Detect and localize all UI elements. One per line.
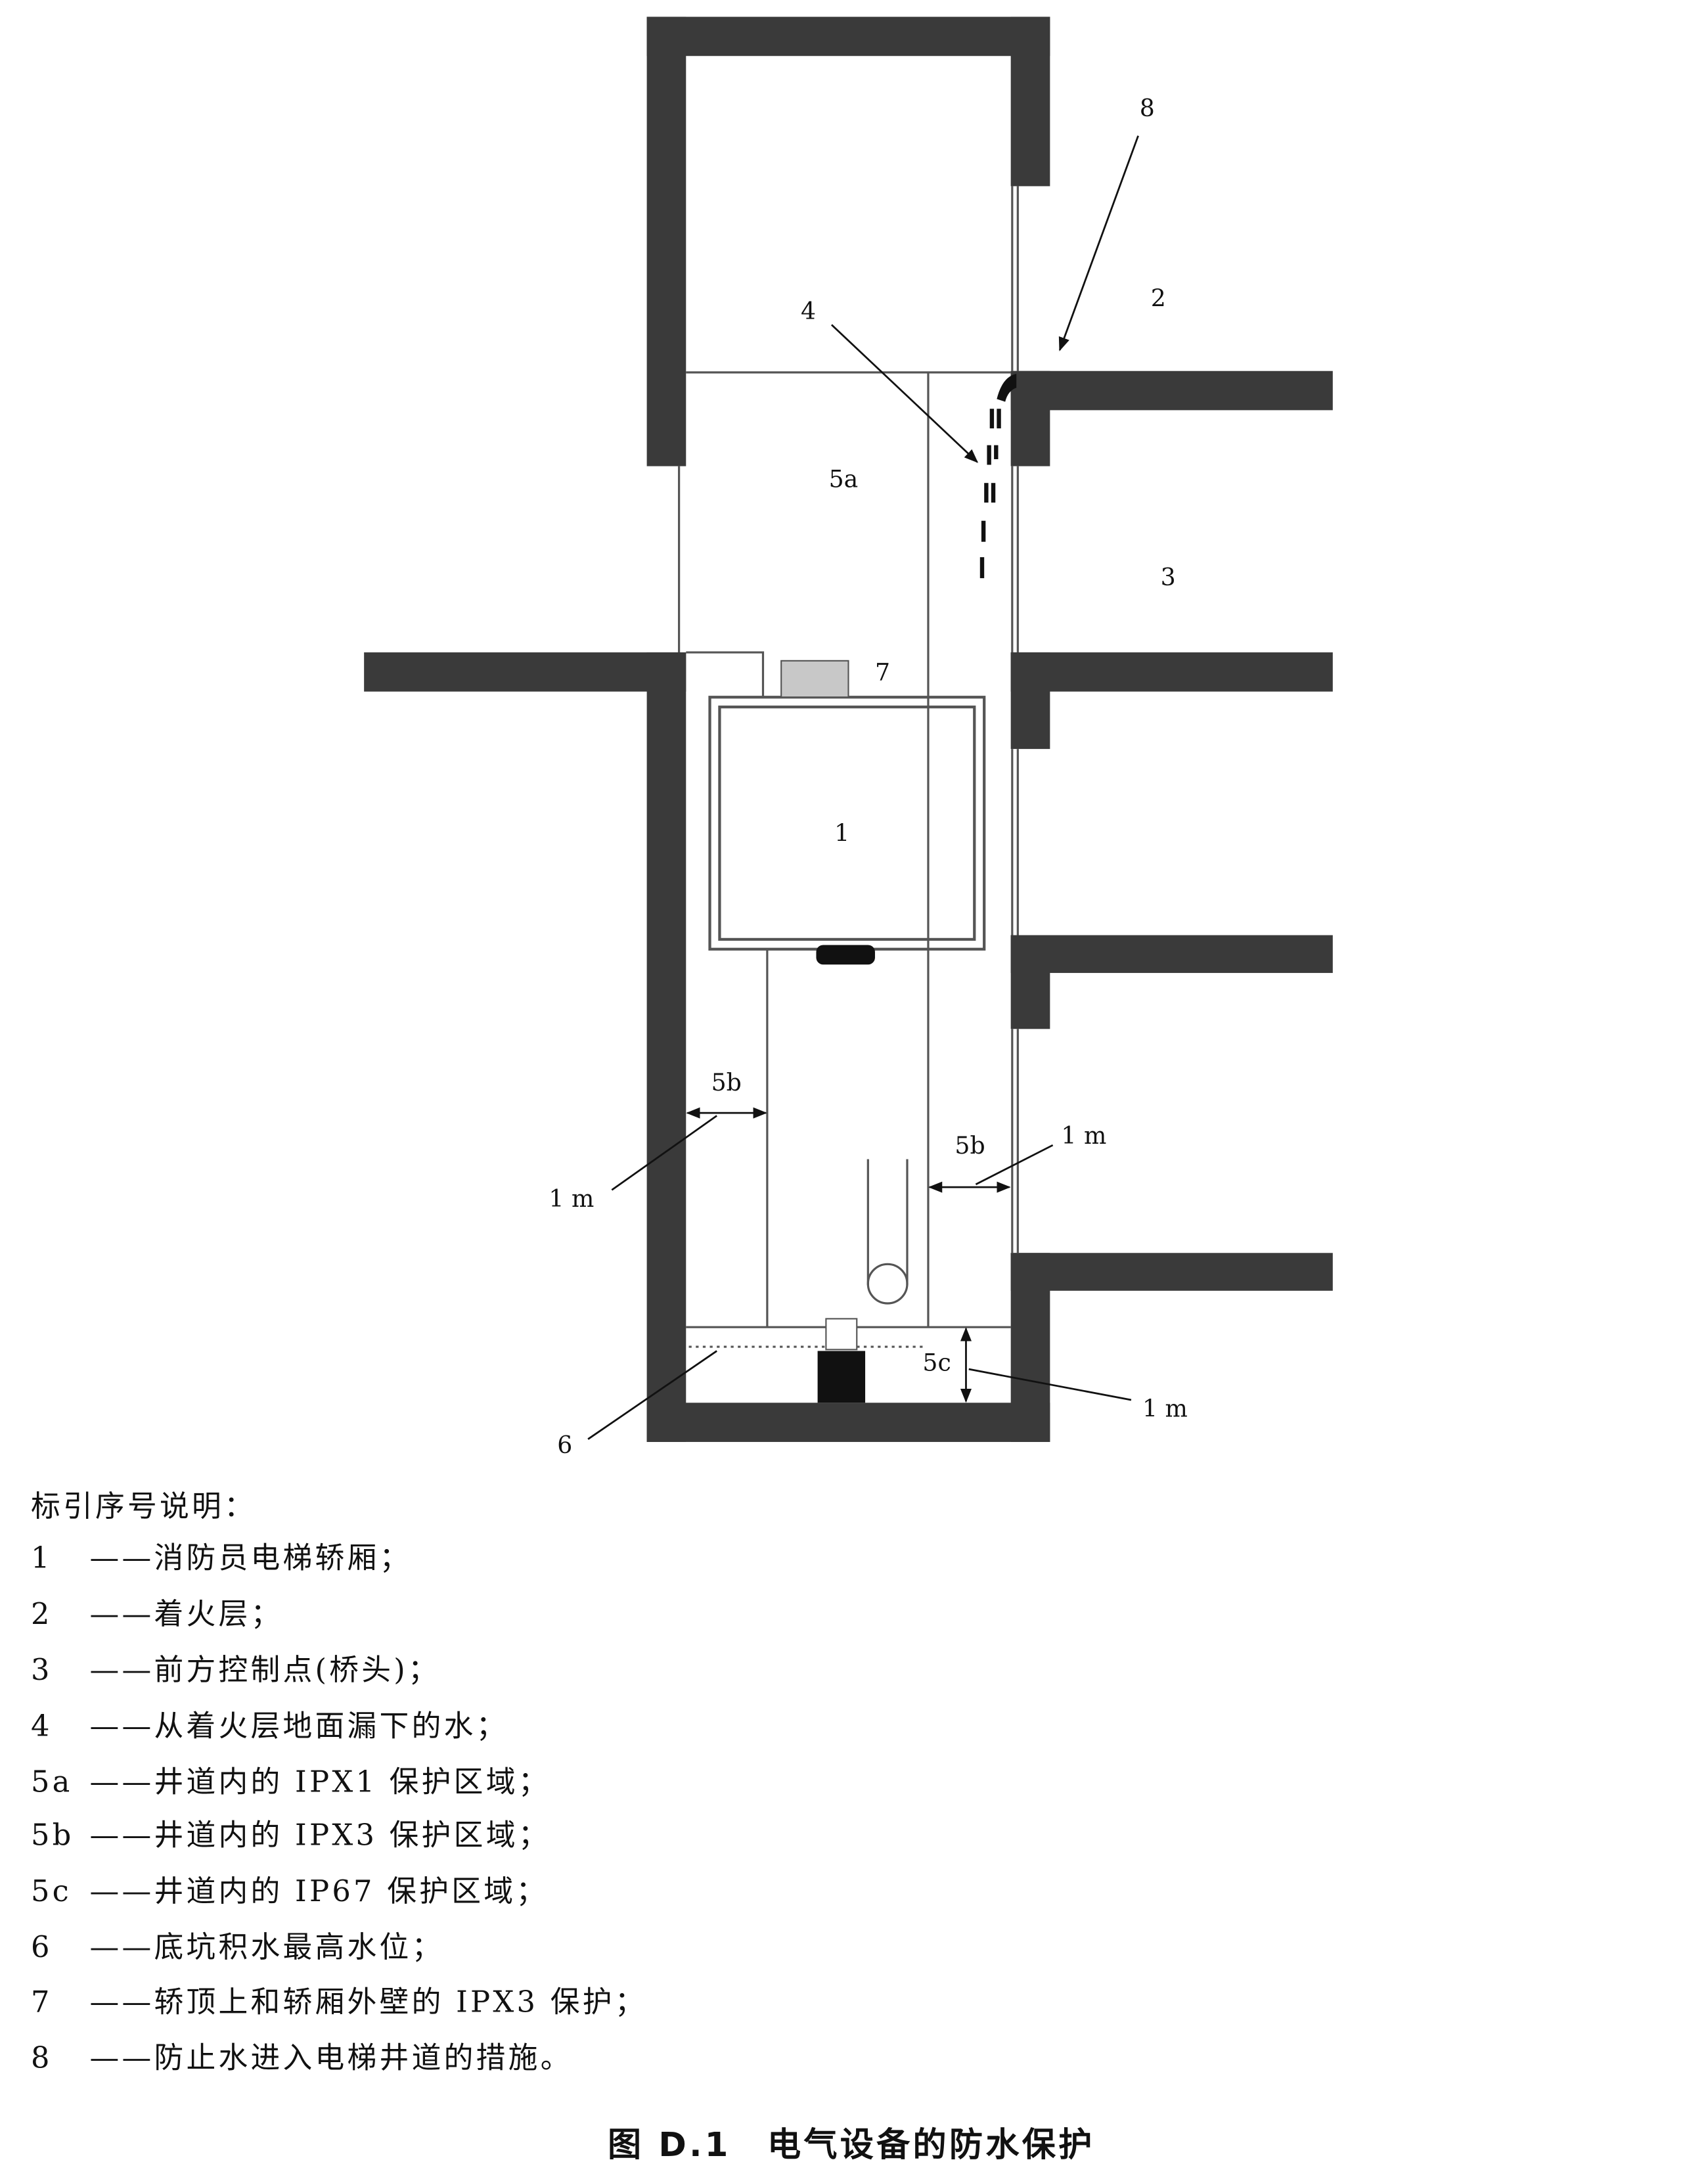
callout-7: 7 bbox=[875, 658, 890, 686]
car-top-ipx3-box bbox=[780, 660, 849, 698]
legend-key: 3 bbox=[31, 1652, 53, 1687]
leader-lines bbox=[587, 135, 1139, 1440]
legend-key: 1 bbox=[31, 1541, 53, 1575]
legend-key: 8 bbox=[31, 2040, 53, 2075]
legend: 标引序号说明： 1 ——消防员电梯轿厢； 2 ——着火层； 3 ——前方控制点(… bbox=[31, 1489, 646, 2075]
legend-text: ——井道内的 IPX3 保护区域； bbox=[89, 1818, 550, 1853]
shaft-lines bbox=[678, 186, 1019, 1348]
dimension-1m-bottom: 1 m bbox=[1142, 1395, 1188, 1423]
legend-text: ——井道内的 IP67 保护区域； bbox=[89, 1874, 548, 1908]
dimension-1m-right: 1 m bbox=[1061, 1121, 1106, 1150]
figure-caption: 图 D.1 电气设备的防水保护 bbox=[608, 2126, 1095, 2165]
legend-text: ——从着火层地面漏下的水； bbox=[89, 1708, 508, 1743]
legend-title: 标引序号说明： bbox=[31, 1489, 256, 1523]
legend-key: 5b bbox=[31, 1818, 74, 1853]
callout-5a: 5a bbox=[829, 465, 859, 493]
callout-5b-right: 5b bbox=[955, 1131, 985, 1159]
callout-2: 2 bbox=[1151, 284, 1166, 313]
water-drips-icon bbox=[979, 373, 1017, 579]
callout-3: 3 bbox=[1161, 563, 1176, 591]
legend-key: 5a bbox=[31, 1765, 73, 1799]
legend-text: ——轿顶上和轿厢外壁的 IPX3 保护； bbox=[89, 1984, 646, 2019]
legend-text: ——底坑积水最高水位； bbox=[89, 1929, 443, 1964]
legend-key: 6 bbox=[31, 1929, 53, 1964]
legend-text: ——井道内的 IPX1 保护区域； bbox=[89, 1765, 550, 1799]
legend-text: ——消防员电梯轿厢； bbox=[89, 1541, 411, 1575]
callout-1: 1 bbox=[834, 819, 849, 847]
legend-key: 2 bbox=[31, 1596, 53, 1631]
callout-labels: 8 2 4 5a 3 7 1 5b 5b 1 m 1 m 5c 1 m 6 bbox=[549, 94, 1187, 1459]
callout-5b-left: 5b bbox=[711, 1068, 742, 1096]
legend-key: 4 bbox=[31, 1708, 53, 1743]
callout-6: 6 bbox=[557, 1431, 572, 1459]
callout-5c: 5c bbox=[922, 1348, 951, 1376]
legend-key: 7 bbox=[31, 1984, 53, 2019]
legend-text: ——着火层； bbox=[89, 1596, 282, 1631]
legend-text: ——前方控制点(桥头)； bbox=[89, 1652, 440, 1687]
elevator-car bbox=[708, 696, 986, 965]
callout-4: 4 bbox=[801, 297, 816, 325]
shaft-walls bbox=[364, 16, 1333, 1442]
legend-key: 5c bbox=[31, 1874, 72, 1908]
callout-8: 8 bbox=[1140, 94, 1155, 122]
legend-text: ——防止水进入电梯井道的措施。 bbox=[89, 2040, 572, 2075]
pit-equipment bbox=[817, 1318, 866, 1403]
dimension-1m-left: 1 m bbox=[549, 1184, 594, 1213]
